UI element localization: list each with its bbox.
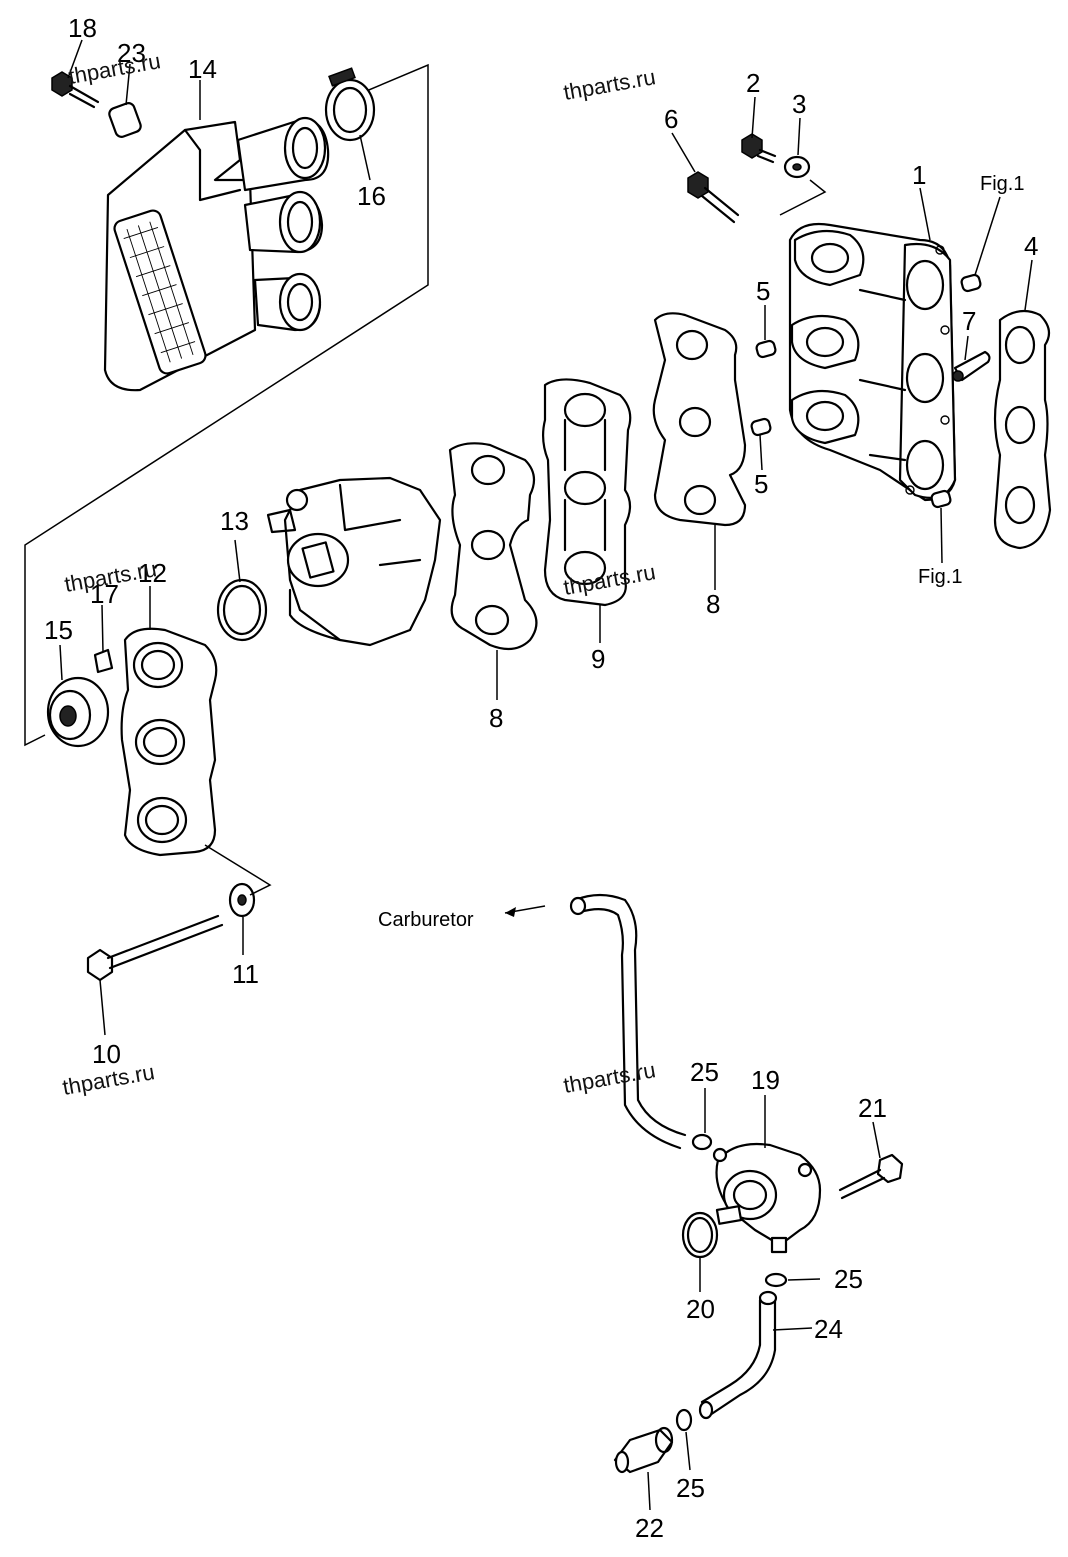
bolt-part-2 [741, 133, 777, 164]
dowel-fig1-lower [930, 489, 952, 509]
clip-part-25-middle [764, 1272, 788, 1288]
insulator-part-9 [541, 378, 632, 607]
callout-22: 22 [635, 1513, 664, 1543]
fig1-reference-top: Fig.1 [980, 173, 1024, 195]
fuel-pump-part-19 [712, 1142, 822, 1254]
fig1-reference-bottom: Fig.1 [918, 566, 962, 588]
callout-6: 6 [664, 104, 678, 134]
watermark-text: thparts.ru [562, 1057, 658, 1098]
carburetor-body [266, 476, 442, 647]
callout-labels: 18 23 14 16 2 3 6 1 Fig.1 4 5 7 5 Fig.1 … [44, 13, 1038, 1543]
callout-5-lower: 5 [754, 469, 768, 499]
callout-23: 23 [117, 38, 146, 68]
carburetor-arrow-head [505, 907, 516, 917]
dowel-fig1-upper [960, 273, 982, 293]
bolt-part-18 [51, 71, 100, 109]
gasket-part-4 [993, 309, 1052, 550]
callout-10: 10 [92, 1039, 121, 1069]
bolt-part-10 [86, 914, 224, 982]
callout-19: 19 [751, 1065, 780, 1095]
washer-part-11 [228, 882, 256, 918]
callout-4: 4 [1024, 231, 1038, 261]
callout-17: 17 [90, 579, 119, 609]
clip-part-25-upper [691, 1133, 713, 1151]
callout-11: 11 [232, 959, 259, 989]
gasket-part-8-right [652, 312, 747, 527]
callout-9: 9 [591, 644, 605, 674]
leader-lines [59, 39, 1033, 1511]
dowel-part-5-upper [755, 339, 777, 359]
callout-12: 12 [138, 558, 167, 588]
callout-14: 14 [188, 54, 217, 84]
callout-8-right: 8 [706, 589, 720, 619]
grommet-part-15 [46, 676, 110, 748]
callout-13: 13 [220, 506, 249, 536]
washer-part-3 [783, 155, 811, 179]
callout-18: 18 [68, 13, 97, 43]
callout-7: 7 [962, 306, 976, 336]
bolt-part-21 [838, 1153, 904, 1200]
callout-3: 3 [792, 89, 806, 119]
callout-1: 1 [912, 160, 926, 190]
callout-2: 2 [746, 68, 760, 98]
callout-8-left: 8 [489, 703, 503, 733]
callout-25-middle: 25 [834, 1264, 863, 1294]
clip-part-17 [93, 648, 114, 674]
callout-25-lower: 25 [676, 1473, 705, 1503]
fuel-hose-part-24 [698, 1290, 778, 1420]
gasket-part-8-left [448, 442, 538, 651]
carburetor-reference: Carburetor [378, 909, 474, 931]
callout-21: 21 [858, 1093, 887, 1123]
bolt-part-6 [687, 171, 740, 224]
watermark-text: thparts.ru [562, 64, 658, 105]
callout-16: 16 [357, 181, 386, 211]
sleeve-part-23 [108, 102, 142, 138]
intake-flange-part-12 [120, 627, 218, 857]
group-bracket [24, 63, 429, 747]
stud-part-7 [952, 350, 991, 382]
callout-25-upper: 25 [690, 1057, 719, 1087]
o-ring-part-13 [216, 578, 268, 642]
connector-part-22 [613, 1426, 674, 1474]
o-ring-part-20 [681, 1211, 719, 1259]
callout-5-upper: 5 [756, 276, 770, 306]
silencer-part-14 [103, 116, 330, 392]
clip-part-25-lower [675, 1408, 693, 1432]
callout-24: 24 [814, 1314, 843, 1344]
callout-20: 20 [686, 1294, 715, 1324]
intake-manifold-part-1 [788, 222, 957, 502]
dowel-part-5-lower [750, 417, 772, 437]
watermark-text: thparts.ru [67, 48, 163, 89]
callout-15: 15 [44, 615, 73, 645]
fuel-hose-upper [569, 893, 687, 1150]
hose-clamp-part-16 [324, 67, 376, 142]
